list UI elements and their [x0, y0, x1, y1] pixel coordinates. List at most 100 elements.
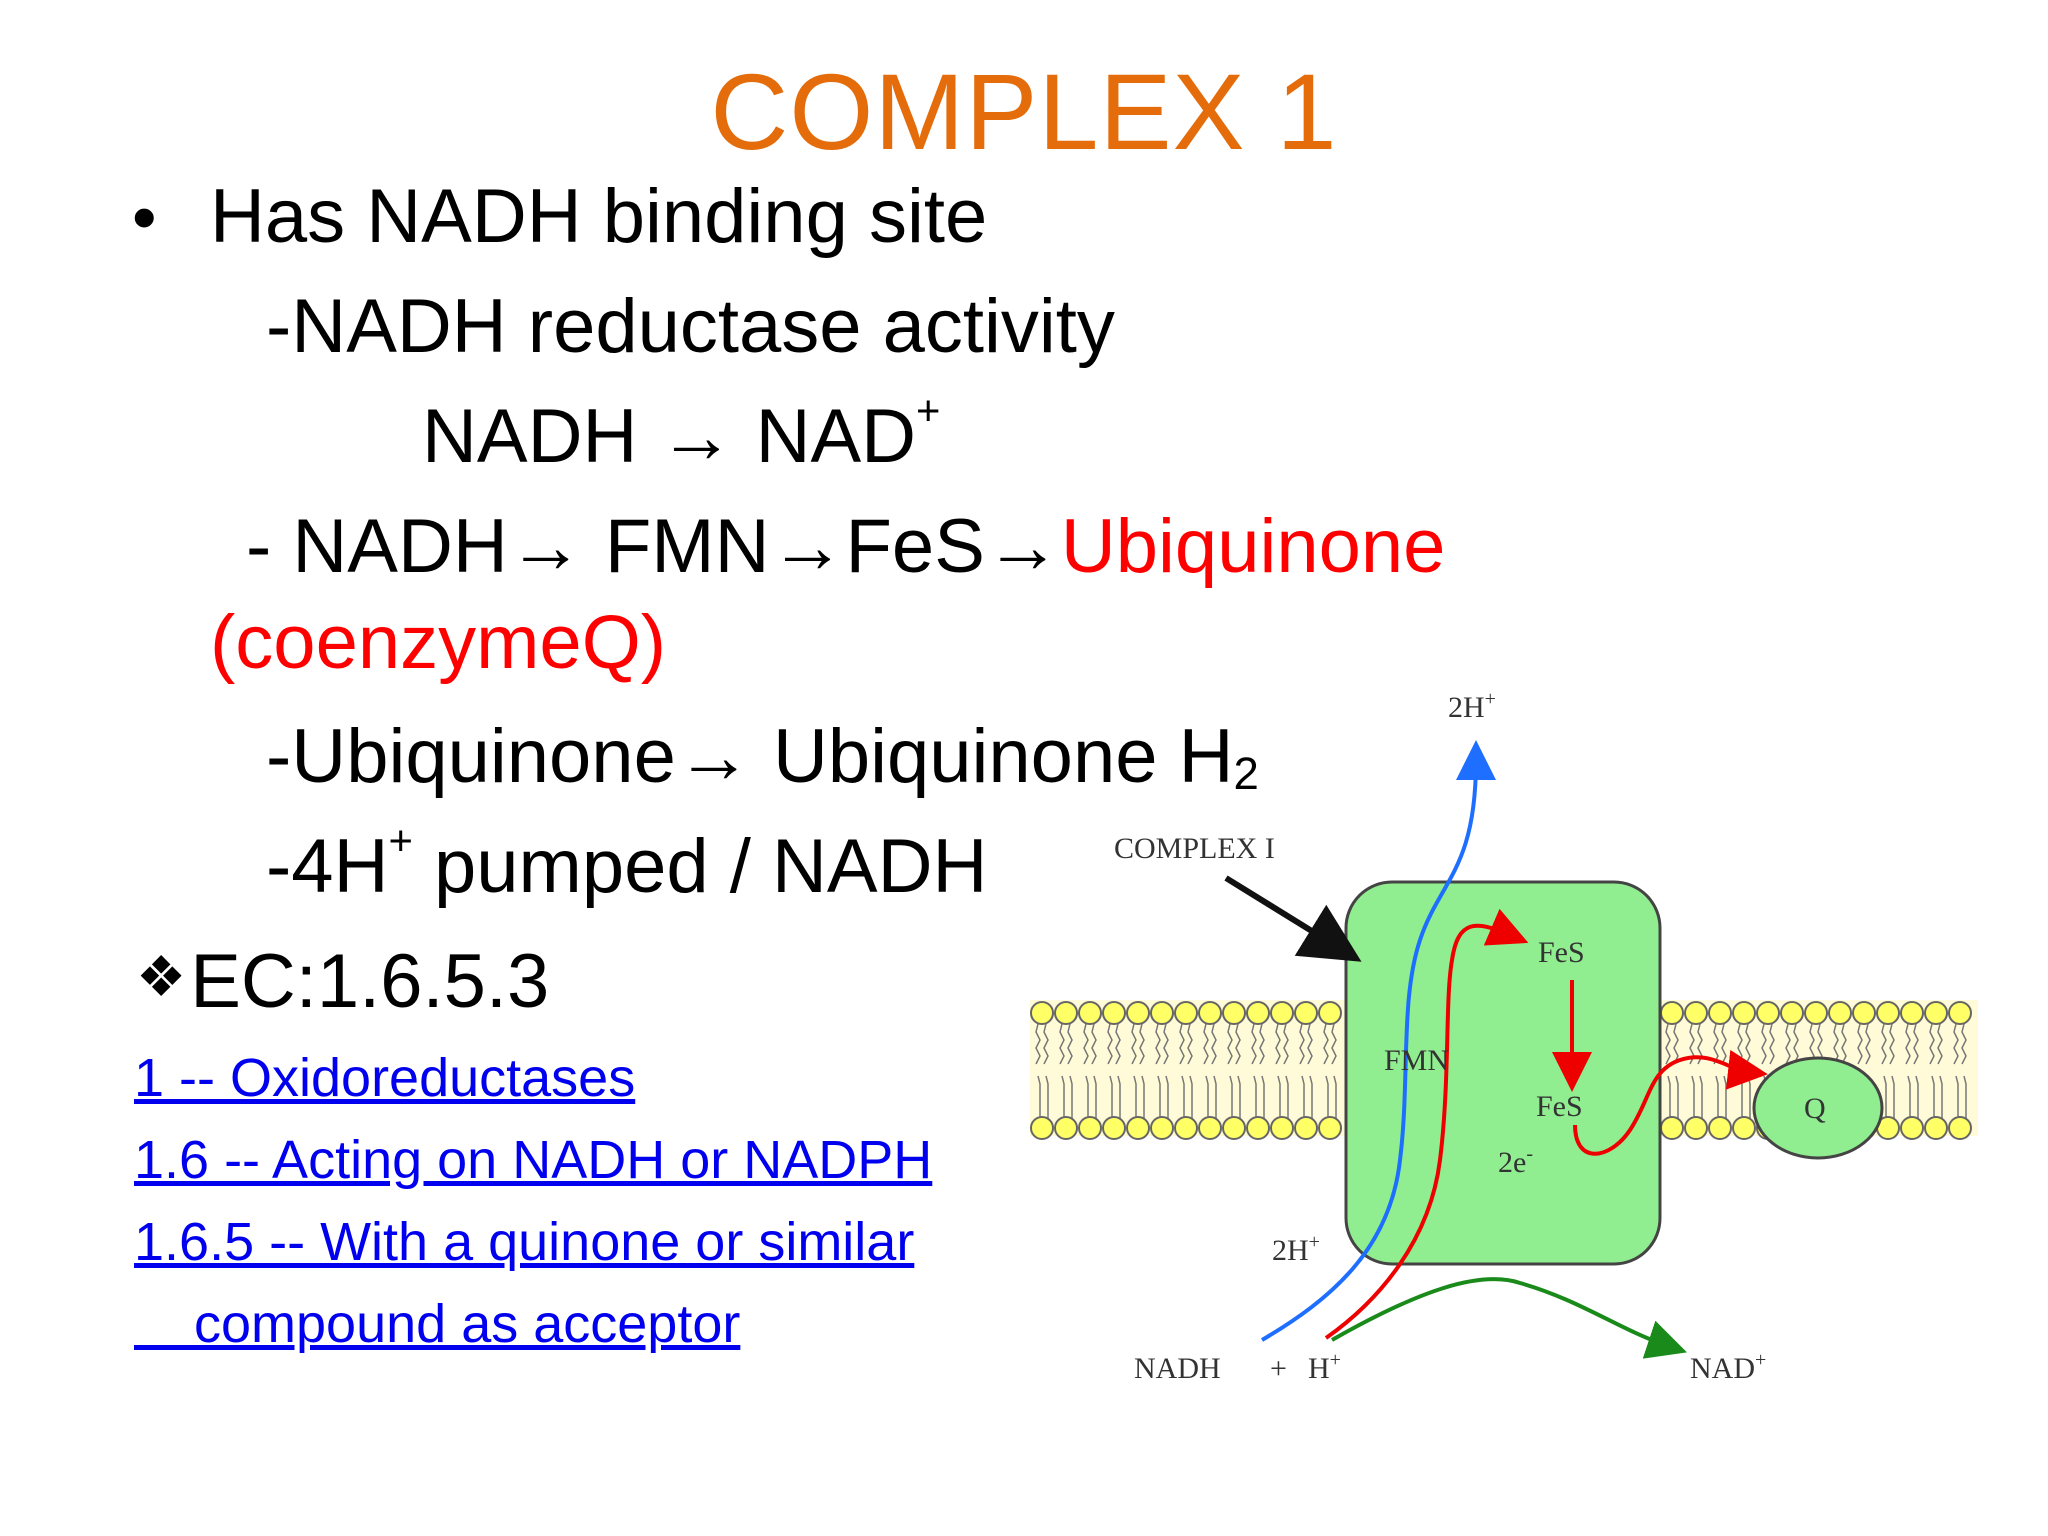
- proton-path-arrow: [1260, 740, 1496, 1342]
- lipid-tail: [1915, 1075, 1919, 1124]
- lipid-head: [1318, 1116, 1342, 1140]
- lipid-tail: [1793, 1023, 1799, 1065]
- lipid-tail: [1277, 1075, 1281, 1124]
- lipid-tail: [1963, 1075, 1967, 1124]
- link-oxidoreductases[interactable]: 1 -- Oxidoreductases: [134, 1048, 636, 1108]
- lipid-head: [1270, 1116, 1294, 1140]
- lipid-head: [1708, 1001, 1732, 1025]
- text-line-5: (coenzymeQ): [210, 600, 667, 685]
- lipid-tail: [1229, 1075, 1233, 1124]
- text-line-2: -NADH reductase activity: [266, 284, 1115, 369]
- lipid-tail: [1907, 1075, 1911, 1124]
- lipid-head: [1684, 1116, 1708, 1140]
- link-acting-on-nadh[interactable]: 1.6 -- Acting on NADH or NADPH: [134, 1130, 933, 1190]
- superscript-plus: +: [916, 386, 941, 434]
- lipid-tail: [1905, 1023, 1911, 1065]
- lipid-tail: [1667, 1075, 1671, 1124]
- lipid-tail: [1181, 1075, 1185, 1124]
- lipid-head: [1150, 1001, 1174, 1025]
- lipid-tail: [1715, 1075, 1719, 1124]
- lipid-tail: [1187, 1023, 1193, 1065]
- lipid-tail: [1713, 1023, 1719, 1065]
- lipid-tail: [1237, 1075, 1241, 1124]
- electron-to-q-arrow: [1573, 1049, 1768, 1156]
- slide-title: COMPLEX 1: [710, 51, 1338, 172]
- link-quinone-acceptor[interactable]: 1.6.5 -- With a quinone or similar: [134, 1212, 915, 1272]
- lipid-head: [1924, 1116, 1948, 1140]
- diamond-bullet-icon: ❖: [136, 945, 187, 1008]
- lipid-head: [1150, 1116, 1174, 1140]
- lipid-tail: [1675, 1075, 1679, 1124]
- lipid-tail: [1131, 1023, 1137, 1065]
- lipid-head: [1876, 1001, 1900, 1025]
- lipid-head: [1078, 1116, 1102, 1140]
- lipid-tail: [1227, 1023, 1233, 1065]
- lipid-tail: [1205, 1075, 1209, 1124]
- lipid-head: [1660, 1001, 1684, 1025]
- electron-path-arrow-up: [1324, 908, 1529, 1340]
- lipid-head: [1246, 1116, 1270, 1140]
- lipid-tail: [1251, 1023, 1257, 1065]
- lipid-tail: [1259, 1023, 1265, 1065]
- lipid-head: [1198, 1116, 1222, 1140]
- lipid-tail: [1035, 1023, 1041, 1065]
- lipid-tail: [1133, 1075, 1137, 1124]
- proton-text: -4H: [266, 824, 389, 909]
- lipid-tail: [1769, 1023, 1775, 1065]
- superscript-plus: +: [388, 816, 413, 864]
- lipid-head: [1222, 1116, 1246, 1140]
- lipid-tail: [1069, 1075, 1073, 1124]
- label-2h-bottom: 2H+: [1272, 1231, 1320, 1267]
- lipid-head: [1852, 1001, 1876, 1025]
- lipid-tail: [1165, 1075, 1169, 1124]
- label-plus: +: [1270, 1352, 1287, 1385]
- lipid-tail: [1163, 1023, 1169, 1065]
- lipid-tail: [1299, 1023, 1305, 1065]
- lipid-tail: [1785, 1023, 1791, 1065]
- lipid-head: [1054, 1001, 1078, 1025]
- label-nadh: NADH: [1134, 1352, 1221, 1385]
- lipid-tail: [1091, 1023, 1097, 1065]
- label-fes-top: FeS: [1538, 936, 1585, 969]
- lipid-head: [1126, 1116, 1150, 1140]
- lipid-head: [1102, 1001, 1126, 1025]
- lipid-tail: [1953, 1023, 1959, 1065]
- lipid-head: [1030, 1116, 1054, 1140]
- lipid-head: [1030, 1001, 1054, 1025]
- lipid-membrane-left: [1030, 1000, 1348, 1140]
- label-2h-top: 2H+: [1448, 688, 1496, 724]
- lipid-head: [1708, 1116, 1732, 1140]
- lipid-head: [1246, 1001, 1270, 1025]
- lipid-tail: [1043, 1023, 1049, 1065]
- label-q: Q: [1804, 1092, 1826, 1125]
- lipid-tail: [1107, 1023, 1113, 1065]
- ubiquinone-reduction-text: -Ubiquinone→ Ubiquinone H: [266, 714, 1234, 799]
- lipid-tail: [1865, 1023, 1871, 1065]
- lipid-tail: [1285, 1075, 1289, 1124]
- lipid-tail: [1937, 1023, 1943, 1065]
- lipid-tail: [1301, 1075, 1305, 1124]
- lipid-tail: [1045, 1075, 1049, 1124]
- lipid-tail: [1117, 1075, 1121, 1124]
- lipid-tail: [1891, 1075, 1895, 1124]
- label-complex-i: COMPLEX I: [1114, 832, 1275, 865]
- ec-number-line: ❖EC:1.6.5.3: [136, 932, 549, 1027]
- bullet-icon: •: [132, 178, 157, 256]
- lipid-tail: [1115, 1023, 1121, 1065]
- lipid-head: [1198, 1001, 1222, 1025]
- lipid-tail: [1283, 1023, 1289, 1065]
- lipid-head: [1780, 1001, 1804, 1025]
- lipid-head: [1318, 1001, 1342, 1025]
- lipid-tail: [1841, 1023, 1847, 1065]
- lipid-tail: [1961, 1023, 1967, 1065]
- complex-pointer-arrow: [1224, 875, 1362, 962]
- lipid-tail: [1261, 1075, 1265, 1124]
- text-line-7: -4H+ pumped / NADH: [266, 819, 987, 912]
- lipid-head: [1222, 1001, 1246, 1025]
- lipid-tail: [1155, 1023, 1161, 1065]
- lipid-head: [1732, 1116, 1756, 1140]
- lipid-tail: [1857, 1023, 1863, 1065]
- link-compound-acceptor[interactable]: compound as acceptor: [134, 1294, 741, 1354]
- lipid-tail: [1275, 1023, 1281, 1065]
